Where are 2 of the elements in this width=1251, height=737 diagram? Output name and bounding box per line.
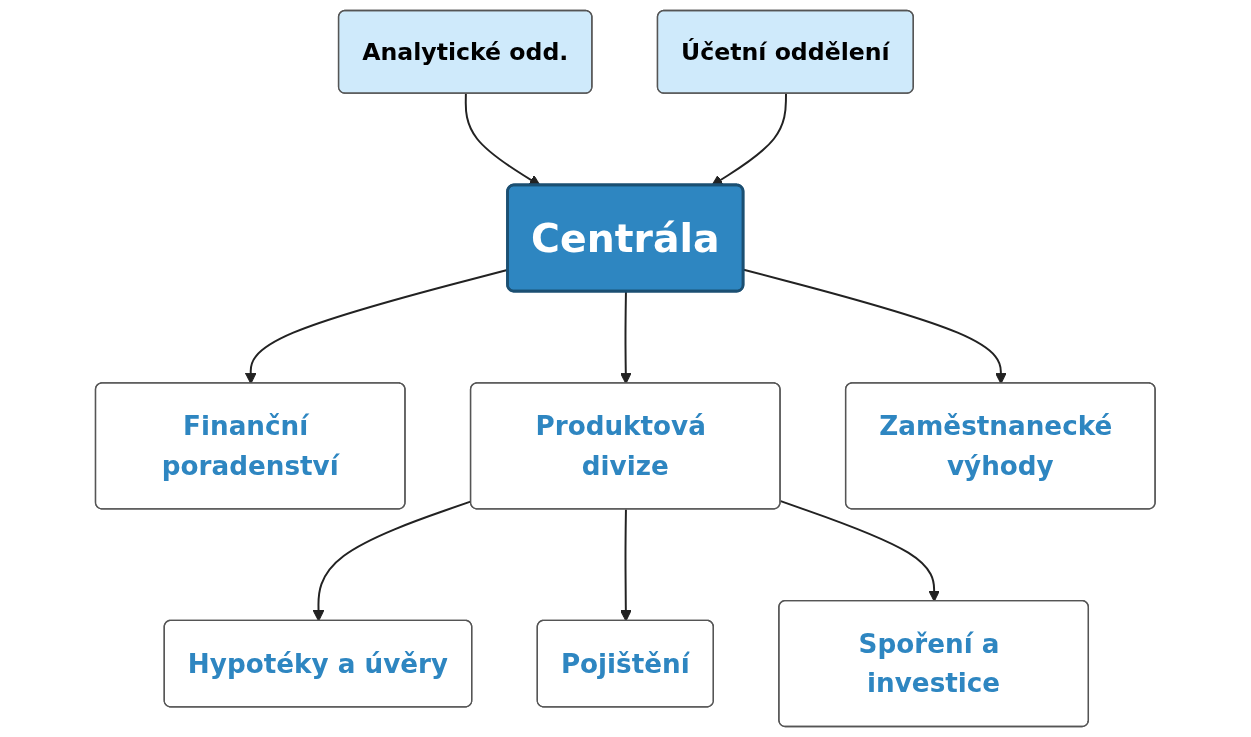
- arrow: [779, 500, 941, 602]
- arrow: [620, 508, 632, 622]
